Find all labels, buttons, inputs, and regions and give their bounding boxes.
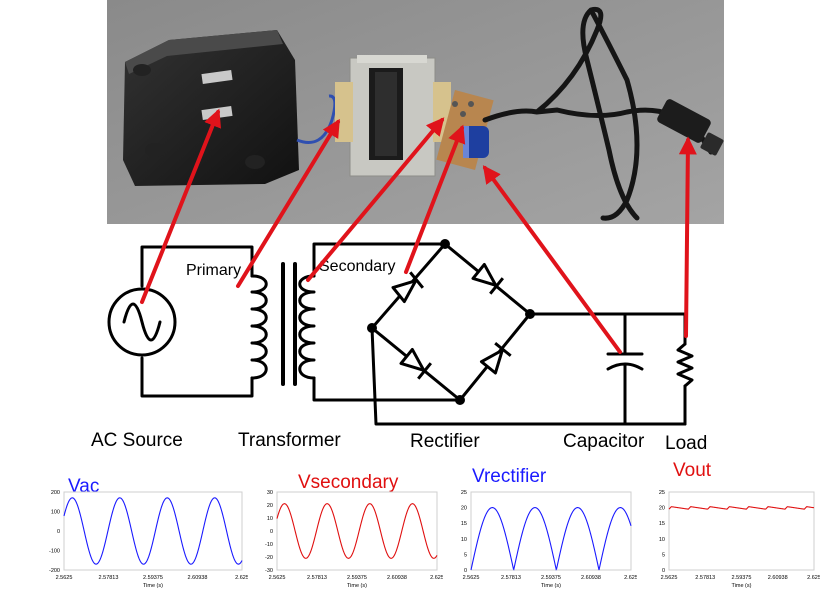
x-axis-label: Time (s) — [541, 583, 561, 589]
x-tick-label: 2.625 — [235, 575, 248, 581]
dc-plug — [657, 99, 711, 143]
x-tick-label: 2.57813 — [695, 575, 715, 581]
waveform-line — [668, 506, 815, 510]
y-tick-label: 25 — [461, 490, 467, 496]
x-tick-label: 2.5625 — [463, 575, 480, 581]
sine-icon — [122, 302, 162, 342]
ac-source-label: AC Source — [91, 430, 183, 451]
y-tick-label: 30 — [267, 490, 273, 496]
load-resistor — [676, 342, 694, 388]
x-tick-label: 2.57813 — [501, 575, 521, 581]
waveform-chart: 25 20 15 10 5 02.5625 2.57813 2.59375 2.60938 2.6… — [461, 490, 637, 589]
y-tick-label: 15 — [461, 521, 467, 527]
source-wire-bottom — [140, 356, 254, 398]
y-tick-label: -20 — [265, 555, 273, 561]
waveform-line — [276, 503, 438, 559]
plot-frame — [668, 491, 815, 571]
waveform-chart: 30 20 10 0 -10 -20 -302.5625 2.57813 2.59375 2.60… — [265, 490, 443, 589]
x-tick-label: 2.57813 — [99, 575, 119, 581]
y-tick-label: 20 — [659, 506, 665, 512]
capacitor-label: Capacitor — [563, 431, 645, 452]
chart-title: Vout — [673, 460, 712, 481]
x-tick-label: 2.59375 — [143, 575, 163, 581]
x-axis-label: Time (s) — [143, 583, 163, 589]
y-tick-label: 0 — [662, 568, 665, 574]
y-tick-label: 5 — [662, 552, 665, 558]
y-tick-label: 10 — [659, 537, 665, 543]
bridge-left-return — [370, 326, 687, 426]
x-tick-label: 2.625 — [807, 575, 820, 581]
y-tick-label: 10 — [267, 516, 273, 522]
y-tick-label: 0 — [57, 529, 60, 535]
y-tick-label: 5 — [464, 552, 467, 558]
x-tick-label: 2.60938 — [188, 575, 208, 581]
y-tick-label: 100 — [51, 510, 60, 516]
junction-dot — [367, 323, 377, 333]
transformer-label: Transformer — [238, 430, 341, 451]
x-tick-label: 2.625 — [624, 575, 637, 581]
secondary-coil — [298, 274, 316, 380]
x-tick-label: 2.5625 — [661, 575, 678, 581]
x-axis-label: Time (s) — [347, 583, 367, 589]
transformer-photo — [335, 55, 451, 177]
capacitor-photo — [463, 126, 489, 158]
primary-coil — [250, 274, 268, 380]
secondary-label: Secondary — [319, 258, 396, 275]
primary-label: Primary — [186, 262, 242, 279]
plot-frame — [276, 491, 438, 571]
x-axis-label: Time (s) — [732, 583, 752, 589]
wall-adapter — [123, 30, 299, 186]
y-tick-label: 10 — [461, 537, 467, 543]
output-wire-top — [528, 312, 687, 346]
y-tick-label: 0 — [270, 529, 273, 535]
y-tick-label: 0 — [464, 568, 467, 574]
junction-dot — [525, 309, 535, 319]
x-tick-label: 2.60938 — [581, 575, 601, 581]
diode-lower-left — [399, 347, 433, 380]
x-tick-label: 2.5625 — [269, 575, 286, 581]
circuit-schematic — [107, 239, 694, 426]
x-tick-label: 2.60938 — [768, 575, 788, 581]
capacitor-symbol — [606, 312, 644, 426]
secondary-wire-bottom — [312, 376, 462, 402]
x-tick-label: 2.59375 — [347, 575, 367, 581]
x-tick-label: 2.57813 — [307, 575, 327, 581]
x-tick-label: 2.5625 — [56, 575, 73, 581]
y-tick-label: -30 — [265, 568, 273, 574]
junction-dot — [455, 395, 465, 405]
y-tick-label: 25 — [659, 490, 665, 496]
x-tick-label: 2.60938 — [387, 575, 407, 581]
y-tick-label: -100 — [49, 549, 60, 555]
rectifier-label: Rectifier — [410, 431, 480, 452]
hardware-photo — [107, 0, 724, 224]
plot-frame — [63, 491, 243, 571]
load-label: Load — [665, 433, 708, 454]
plot-frame — [470, 491, 632, 571]
junction-dot — [440, 239, 450, 249]
chart-title: Vsecondary — [298, 472, 399, 493]
dc-plug-tip — [700, 132, 724, 156]
x-tick-label: 2.625 — [430, 575, 443, 581]
y-tick-label: 20 — [461, 506, 467, 512]
y-tick-label: 15 — [659, 521, 665, 527]
chart-title: Vrectifier — [472, 466, 547, 487]
y-tick-label: 20 — [267, 503, 273, 509]
waveform-line — [470, 507, 632, 571]
y-tick-label: -10 — [265, 542, 273, 548]
y-tick-label: -200 — [49, 568, 60, 574]
x-tick-label: 2.59375 — [732, 575, 752, 581]
bridge-rectifier — [370, 242, 532, 402]
waveform-line — [63, 497, 243, 565]
waveform-chart: 25 20 15 10 5 02.5625 2.57813 2.59375 2.60938 2.6… — [659, 490, 820, 589]
y-tick-label: 200 — [51, 490, 60, 496]
x-tick-label: 2.59375 — [541, 575, 561, 581]
